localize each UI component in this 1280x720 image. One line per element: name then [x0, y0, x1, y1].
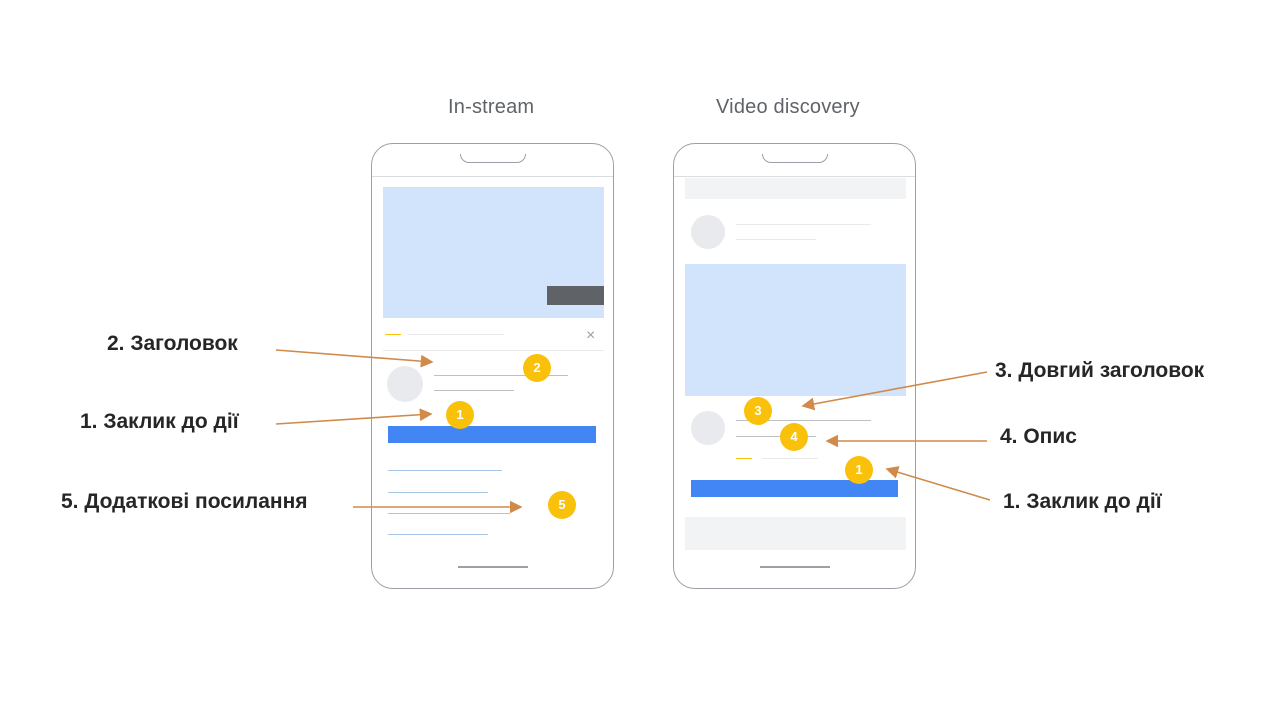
sitelink-1[interactable] — [388, 470, 502, 471]
headline-line — [434, 375, 568, 376]
instream-phone: × — [371, 143, 614, 589]
video-discovery-title: Video discovery — [716, 96, 860, 118]
headline-badge: 2 — [523, 354, 551, 382]
ad-indicator — [736, 458, 752, 459]
ad-url-line — [408, 334, 504, 335]
ad-separator — [383, 350, 604, 351]
channel-avatar — [691, 411, 725, 445]
phone-top-divider — [372, 176, 613, 177]
long-headline-line — [736, 420, 871, 421]
channel-avatar — [387, 366, 423, 402]
sitelinks-badge: 5 — [548, 491, 576, 519]
cta-badge-right: 1 — [845, 456, 873, 484]
bottom-placeholder — [685, 517, 906, 550]
cta-right-arrow — [885, 466, 991, 501]
headline-label: 2. Заголовок — [107, 332, 238, 355]
sitelink-2[interactable] — [388, 492, 488, 493]
description-line — [736, 436, 816, 437]
headline-subline — [434, 390, 514, 391]
text-line-top-2 — [736, 239, 816, 240]
cta-label-right: 1. Заклик до дії — [1003, 490, 1162, 513]
long-headline-badge: 3 — [744, 397, 772, 425]
top-placeholder — [685, 178, 906, 199]
sitelink-4[interactable] — [388, 534, 488, 535]
cta-left-arrow — [275, 408, 433, 425]
headline-arrow — [275, 349, 434, 368]
description-badge: 4 — [780, 423, 808, 451]
home-indicator — [457, 566, 528, 568]
video-discovery-phone — [673, 143, 916, 589]
instream-title: In-stream — [448, 96, 535, 118]
ad-indicator — [385, 334, 401, 335]
description-label: 4. Опис — [1000, 425, 1077, 448]
close-icon[interactable]: × — [586, 327, 596, 344]
sitelink-3[interactable] — [388, 513, 510, 514]
long-headline-label: 3. Довгий заголовок — [995, 359, 1205, 382]
cta-button[interactable] — [388, 426, 596, 443]
cta-label-left: 1. Заклик до дії — [80, 410, 239, 433]
video-thumbnail — [685, 264, 906, 396]
phone-top-divider — [674, 176, 915, 177]
sitelinks-label: 5. Додаткові посилання — [61, 490, 308, 513]
long-headline-arrow — [801, 371, 988, 411]
skip-ad-box — [547, 286, 604, 305]
channel-avatar-top — [691, 215, 725, 249]
cta-badge-left: 1 — [446, 401, 474, 429]
cta-button[interactable] — [691, 480, 898, 497]
ad-url-line — [762, 458, 818, 459]
home-indicator — [759, 566, 830, 568]
text-line-top-1 — [736, 224, 871, 225]
